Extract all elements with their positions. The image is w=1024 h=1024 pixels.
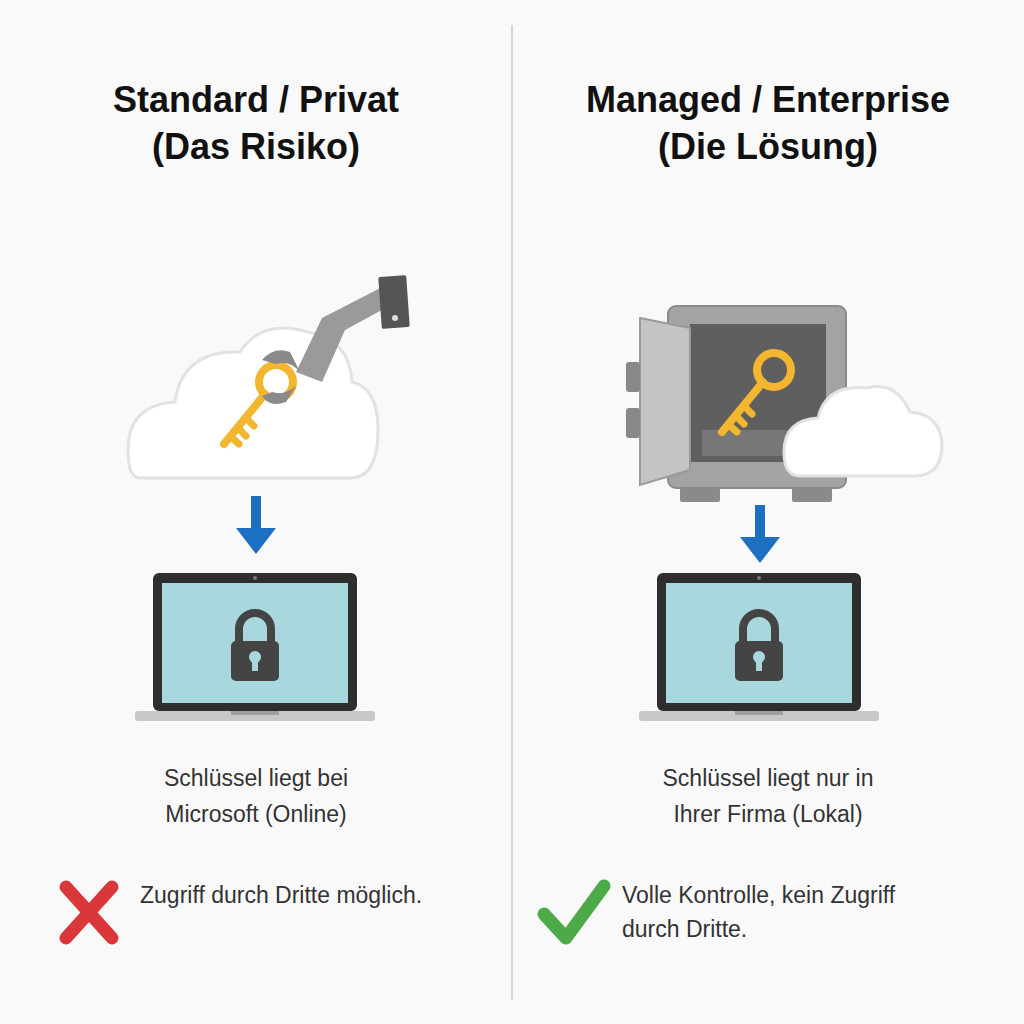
cross-icon [66, 887, 112, 938]
laptop-lock [639, 573, 879, 721]
column-heading: Managed / Enterprise (Die Lösung) [530, 76, 1006, 170]
flow-arrow [236, 496, 276, 554]
key-location-caption: Schlüssel liegt bei Microsoft (Online) [76, 760, 436, 832]
divider [511, 25, 513, 1000]
check-icon [544, 886, 604, 938]
key-location-caption: Schlüssel liegt nur in Ihrer Firma (Loka… [580, 760, 956, 832]
column-heading: Standard / Privat (Das Risiko) [56, 76, 456, 170]
laptop-lock [135, 573, 375, 721]
risk-note: Zugriff durch Dritte möglich. [140, 878, 440, 912]
safe-key-cloud [626, 306, 942, 502]
benefit-note: Volle Kontrolle, kein Zugriff durch Drit… [622, 878, 922, 946]
flow-arrow [740, 505, 780, 563]
cloud-key-hand [128, 275, 410, 478]
